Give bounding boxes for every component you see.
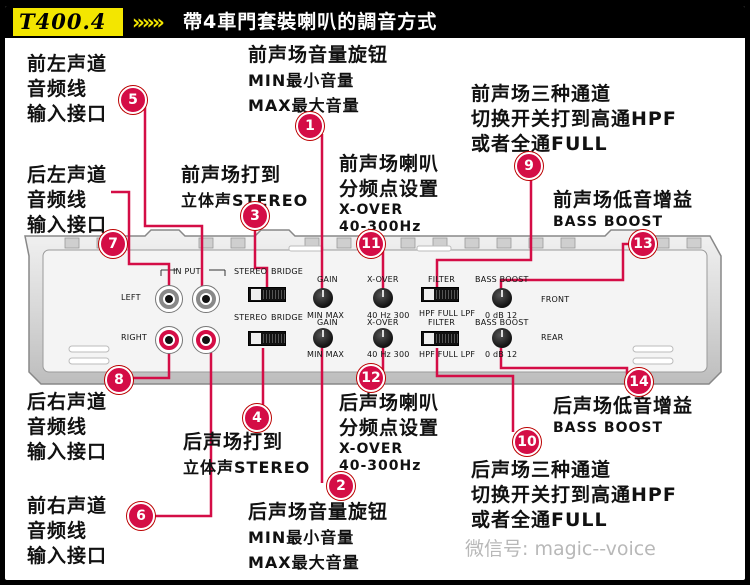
hz-scale-rear: 40 Hz 300 bbox=[367, 350, 410, 359]
input-label: IN PUT bbox=[173, 267, 201, 276]
hz-scale-front: 40 Hz 300 bbox=[367, 311, 410, 320]
stereo-label-rear: STEREO bbox=[234, 313, 268, 322]
bass-label-front: BASS BOOST bbox=[475, 275, 529, 284]
gain-knob-front[interactable] bbox=[313, 288, 333, 308]
stereo-bridge-switch-rear[interactable] bbox=[248, 331, 286, 346]
callout-3: 3 bbox=[241, 202, 269, 230]
label-front-stereo: 前声场打到立体声STEREO bbox=[181, 164, 309, 210]
label-front-right-input: 前右声道音频线输入接口 bbox=[27, 495, 108, 567]
filter-switch-rear[interactable] bbox=[421, 331, 459, 346]
stereo-bridge-switch-front[interactable] bbox=[248, 287, 286, 302]
rca-jack-front-left[interactable] bbox=[192, 285, 220, 313]
callout-14: 14 bbox=[625, 368, 653, 396]
left-label: LEFT bbox=[121, 293, 141, 302]
rca-jack-rear-right[interactable] bbox=[155, 326, 183, 354]
filter-switch-front[interactable] bbox=[421, 287, 459, 302]
xover-label-front: X-OVER bbox=[367, 275, 399, 284]
chevron-arrows-icon: »»» bbox=[132, 10, 165, 34]
callout-6: 6 bbox=[127, 502, 155, 530]
xover-label-rear: X-OVER bbox=[367, 318, 399, 327]
filter-modes-front: HPF FULL LPF bbox=[419, 309, 476, 318]
rear-label: REAR bbox=[541, 333, 564, 342]
callout-10: 10 bbox=[513, 428, 541, 456]
page-title: 帶4車門套裝喇叭的調音方式 bbox=[183, 11, 438, 33]
callout-11: 11 bbox=[357, 230, 385, 258]
db-scale-front: 0 dB 12 bbox=[485, 311, 518, 320]
callout-4: 4 bbox=[243, 404, 271, 432]
bass-label-rear: BASS BOOST bbox=[475, 318, 529, 327]
db-scale-rear: 0 dB 12 bbox=[485, 350, 518, 359]
gain-label-rear: GAIN bbox=[317, 318, 338, 327]
filter-modes-rear: HPF FULL LPF bbox=[419, 350, 476, 359]
model-badge: T400.4 bbox=[13, 8, 123, 36]
rca-jack-front-right[interactable] bbox=[192, 326, 220, 354]
callout-7: 7 bbox=[99, 230, 127, 258]
label-rear-left-input: 后左声道音频线输入接口 bbox=[27, 164, 108, 236]
right-label: RIGHT bbox=[121, 333, 148, 342]
front-label: FRONT bbox=[541, 295, 570, 304]
gain-minmax-front: MIN MAX bbox=[307, 311, 345, 320]
rca-jack-rear-left[interactable] bbox=[155, 285, 183, 313]
bridge-label-front: BRIDGE bbox=[271, 267, 304, 276]
bass-boost-knob-rear[interactable] bbox=[492, 328, 512, 348]
callout-1: 1 bbox=[296, 112, 324, 140]
gain-minmax-rear: MIN MAX bbox=[307, 350, 345, 359]
filter-label-rear: FILTER bbox=[428, 318, 456, 327]
filter-label-front: FILTER bbox=[428, 275, 456, 284]
label-rear-right-input: 后右声道音频线输入接口 bbox=[27, 391, 108, 463]
callout-2: 2 bbox=[327, 472, 355, 500]
label-rear-stereo: 后声场打到立体声STEREO bbox=[183, 431, 311, 477]
gain-label-front: GAIN bbox=[317, 275, 338, 284]
callout-9: 9 bbox=[515, 152, 543, 180]
gain-knob-rear[interactable] bbox=[313, 328, 333, 348]
xover-knob-front[interactable] bbox=[373, 288, 393, 308]
header-bar: T400.4 »»» 帶4車門套裝喇叭的調音方式 bbox=[5, 6, 745, 38]
stereo-label-front: STEREO bbox=[234, 267, 268, 276]
diagram-frame: T400.4 »»» 帶4車門套裝喇叭的調音方式 bbox=[5, 6, 745, 580]
callout-wires bbox=[111, 99, 641, 518]
side-vents bbox=[68, 245, 674, 365]
callout-13: 13 bbox=[629, 230, 657, 258]
wechat-watermark: 微信号: magic--voice bbox=[465, 538, 656, 560]
bass-boost-knob-front[interactable] bbox=[492, 288, 512, 308]
bridge-label-rear: BRIDGE bbox=[271, 313, 304, 322]
callout-12: 12 bbox=[357, 364, 385, 392]
label-front-left-input: 前左声道音频线输入接口 bbox=[27, 53, 108, 125]
xover-knob-rear[interactable] bbox=[373, 328, 393, 348]
callout-5: 5 bbox=[119, 86, 147, 114]
callout-8: 8 bbox=[105, 366, 133, 394]
